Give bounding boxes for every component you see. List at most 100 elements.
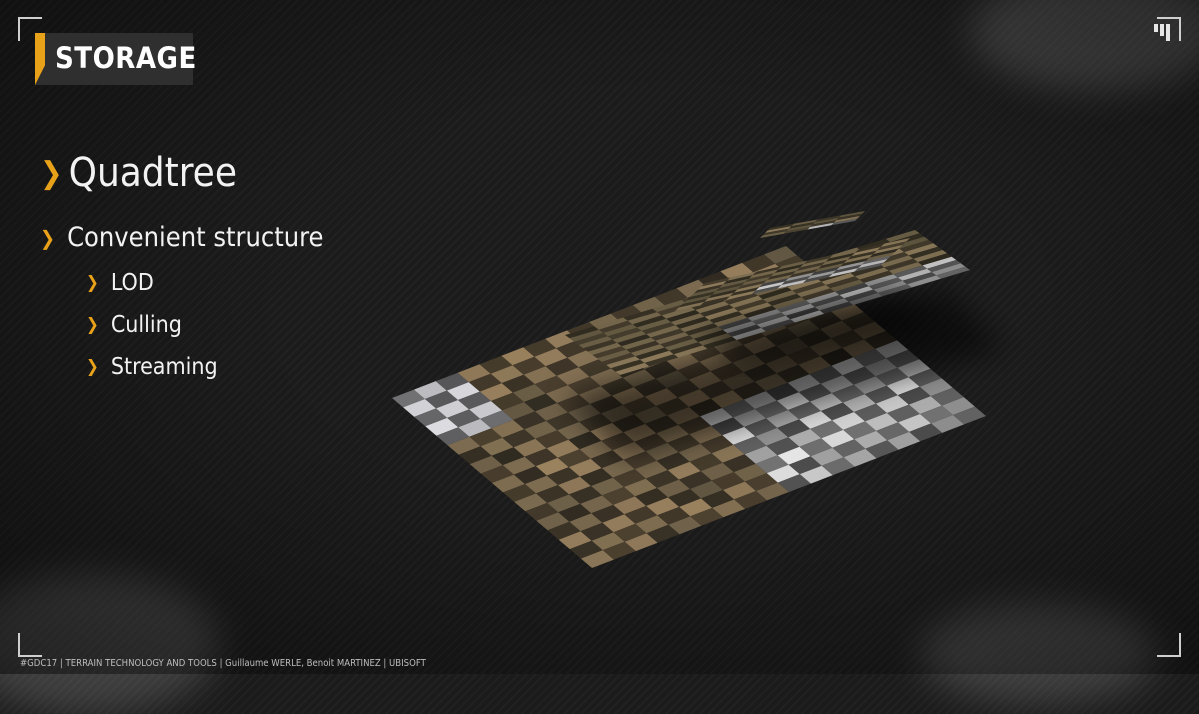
- bullet-level2: ❯ Convenient structure: [40, 222, 324, 253]
- terrain-tile: [635, 347, 670, 360]
- terrain-tile: [676, 279, 710, 298]
- terrain-tile: [558, 476, 591, 495]
- terrain-tile: [831, 218, 858, 226]
- terrain-tile: [829, 249, 859, 259]
- terrain-tile: [587, 342, 622, 355]
- terrain-tile: [810, 266, 840, 276]
- terrain-tile: [458, 418, 492, 437]
- terrain-tile: [868, 277, 903, 290]
- terrain-tile: [836, 213, 863, 221]
- terrain-tile: [469, 401, 503, 419]
- terrain-tile: [909, 423, 943, 442]
- terrain-tile: [713, 314, 748, 327]
- terrain-tile: [766, 437, 800, 456]
- terrain-tile: [788, 401, 821, 420]
- terrain-tile: [469, 428, 503, 447]
- terrain-tile: [796, 261, 826, 271]
- terrain-tile-grid: [392, 211, 1005, 568]
- terrain-tile: [758, 287, 793, 300]
- terrain-tile: [492, 474, 525, 493]
- terrain-tile: [567, 376, 601, 395]
- terrain-tile: [602, 487, 636, 505]
- terrain-tile: [913, 250, 948, 263]
- terrain-tile: [613, 496, 647, 515]
- terrain-tile: [535, 403, 569, 421]
- terrain-tile: [589, 368, 623, 387]
- terrain-tile: [737, 280, 767, 290]
- terrain-tile: [675, 301, 705, 311]
- terrain-tile: [597, 349, 631, 362]
- terrain-tile: [756, 482, 789, 501]
- terrain-tile: [545, 357, 579, 376]
- terrain-tile: [810, 295, 845, 308]
- terrain-tile: [491, 419, 525, 438]
- terrain-tile: [652, 300, 687, 313]
- terrain-tile: [741, 276, 771, 286]
- terrain-tile: [744, 473, 778, 491]
- terrain-tile: [747, 309, 782, 322]
- terrain-tile: [525, 475, 558, 494]
- terrain-tile: [886, 377, 920, 396]
- terrain-tile: [667, 461, 701, 480]
- terrain-tile: [832, 412, 866, 430]
- terrain-tile: [733, 299, 768, 312]
- terrain-tile: [755, 455, 789, 474]
- terrain-tile: [712, 499, 746, 518]
- terrain-tile: [447, 409, 481, 428]
- terrain-tile: [700, 304, 734, 317]
- terrain-tile: [791, 219, 818, 227]
- terrain-tile: [832, 264, 862, 274]
- terrain-tile: [644, 354, 679, 367]
- terrain-tile: [512, 384, 546, 402]
- terrain-tile: [745, 273, 775, 283]
- terrain-tile: [821, 272, 855, 285]
- terrain-tile: [569, 329, 604, 342]
- terrain-tile: [457, 364, 491, 383]
- terrain-tile: [931, 263, 966, 276]
- terrain-tile: [468, 373, 502, 392]
- bullet-level1: ❯ Quadtree: [40, 150, 237, 196]
- terrain-tile: [770, 267, 800, 277]
- terrain-tile: [491, 447, 525, 466]
- terrain-tile: [788, 268, 819, 278]
- terrain-tile: [722, 426, 756, 445]
- terrain-tile: [646, 325, 680, 338]
- terrain-tile: [569, 486, 603, 504]
- terrain-tile: [842, 394, 876, 412]
- terrain-tile: [579, 440, 613, 459]
- terrain-tile: [501, 374, 535, 393]
- terrain-tile: [887, 404, 920, 423]
- terrain-tile: [854, 262, 884, 272]
- terrain-tile: [514, 493, 548, 512]
- terrain-tile: [654, 288, 688, 307]
- terrain-tile: [623, 451, 657, 470]
- terrain-tile: [635, 488, 669, 506]
- terrain-tile: [742, 254, 776, 273]
- terrain-tile: [818, 259, 848, 269]
- terrain-tile: [632, 315, 667, 328]
- terrain-tile: [646, 524, 680, 543]
- terrain-tile: [583, 339, 618, 352]
- frame-corner-icon: [1157, 633, 1181, 657]
- terrain-tile: [491, 392, 524, 411]
- terrain-tile: [612, 330, 647, 343]
- terrain-tile: [833, 216, 860, 223]
- terrain-tile: [682, 294, 712, 304]
- terrain-tile: [546, 467, 580, 485]
- bullet-item-text: Culling: [110, 312, 182, 338]
- terrain-tile: [832, 439, 866, 458]
- terrain-tile: [869, 248, 899, 258]
- terrain-tile: [723, 275, 753, 285]
- terrain-tile: [880, 238, 910, 248]
- terrain-tile: [700, 435, 734, 454]
- terrain-tile: [580, 522, 614, 541]
- terrain-tile: [941, 397, 975, 415]
- terrain-tile: [865, 440, 899, 459]
- terrain-tile: [446, 382, 480, 400]
- terrain-tile: [751, 285, 782, 295]
- frame-corner-icon: [1157, 17, 1181, 41]
- terrain-tile: [788, 222, 815, 229]
- terrain-tile: [565, 326, 599, 339]
- terrain-tile: [545, 385, 579, 403]
- terrain-tile: [876, 422, 910, 441]
